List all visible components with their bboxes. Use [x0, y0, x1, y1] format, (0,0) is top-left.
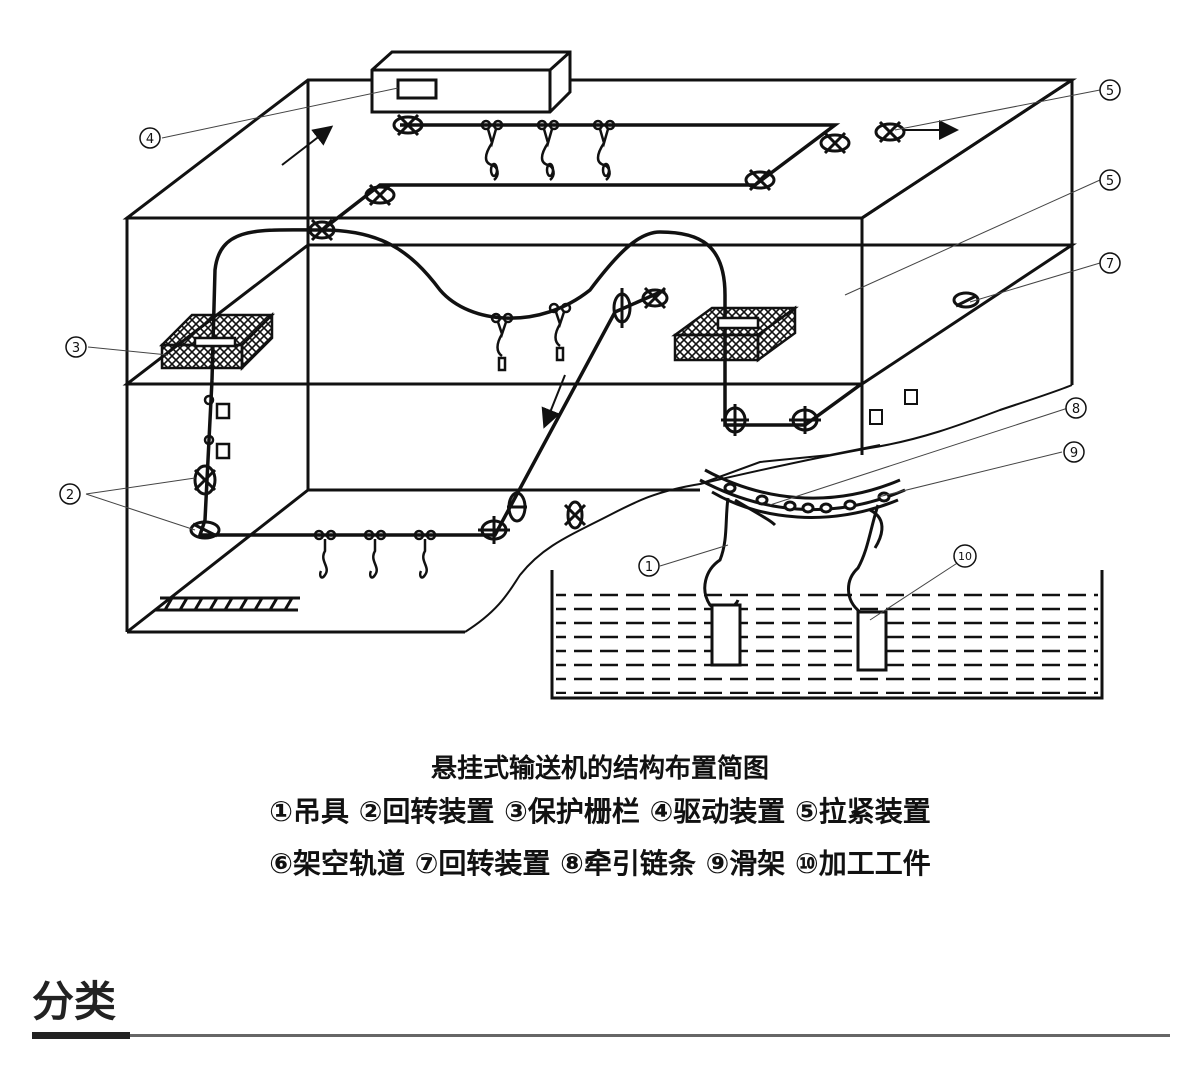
- svg-text:5: 5: [1106, 174, 1114, 189]
- svg-text:9: 9: [1070, 446, 1078, 461]
- section-divider-accent: [32, 1032, 130, 1039]
- section-divider: [32, 1034, 1170, 1037]
- callout-markers: 4 5 5 7 3 2 8 9 1 10: [59, 79, 1121, 577]
- callout-5-top: 5: [1099, 79, 1121, 101]
- rotation-devices: [189, 113, 980, 544]
- callout-8: 8: [1065, 397, 1087, 419]
- diagram-legend-line-1: ①吊具 ②回转装置 ③保护栅栏 ④驱动装置 ⑤拉紧装置: [269, 795, 931, 828]
- diagram-caption-title: 悬挂式输送机的结构布置简图: [430, 754, 769, 784]
- section-heading: 分类: [32, 977, 117, 1026]
- callout-10: 10: [953, 544, 977, 568]
- svg-text:5: 5: [1106, 84, 1114, 99]
- svg-text:10: 10: [958, 550, 972, 563]
- dip-tank: [550, 570, 1104, 700]
- protective-fences: [158, 305, 799, 372]
- small-parts: [869, 389, 918, 425]
- leader-lines: [85, 87, 1101, 621]
- callout-1: 1: [638, 555, 660, 577]
- conveyor-layout-diagram: 4 5 5 7 3 2 8 9 1 10: [59, 50, 1121, 700]
- chain-trolley-detail: [699, 468, 906, 672]
- callout-2: 2: [59, 483, 81, 505]
- svg-text:3: 3: [72, 341, 80, 356]
- callout-9: 9: [1063, 441, 1085, 463]
- callout-3: 3: [65, 336, 87, 358]
- hangers: [203, 119, 616, 579]
- drive-unit: [370, 50, 572, 114]
- svg-text:4: 4: [146, 132, 154, 147]
- svg-text:2: 2: [66, 488, 74, 503]
- svg-text:8: 8: [1072, 402, 1080, 417]
- callout-7: 7: [1099, 252, 1121, 274]
- svg-text:7: 7: [1106, 257, 1114, 272]
- svg-text:1: 1: [645, 560, 653, 575]
- direction-arrows: [281, 120, 959, 429]
- building-frame: [122, 78, 1078, 634]
- callout-4: 4: [139, 127, 161, 149]
- diagram-legend-line-2: ⑥架空轨道 ⑦回转装置 ⑧牵引链条 ⑨滑架 ⑩加工工件: [269, 847, 931, 880]
- callout-5-mid: 5: [1099, 169, 1121, 191]
- floor-hatch: [155, 596, 300, 612]
